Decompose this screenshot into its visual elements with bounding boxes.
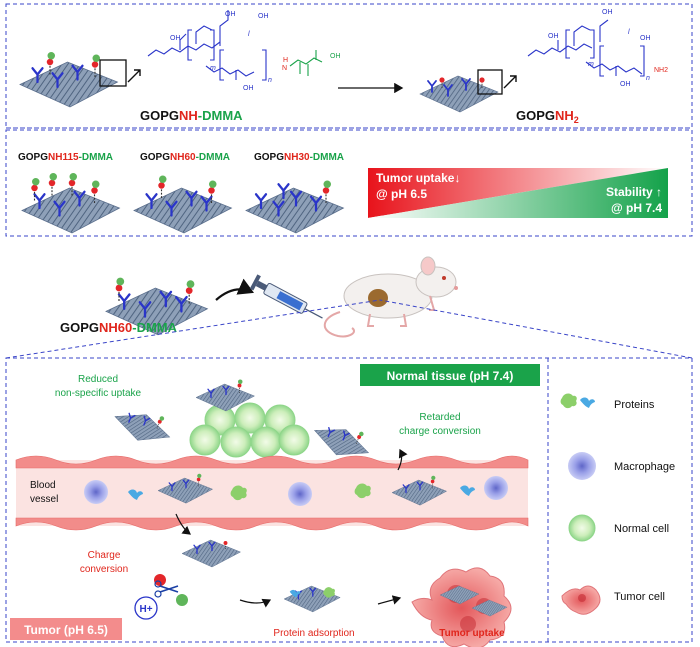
oh-label-r4: OH	[620, 81, 631, 88]
oh-label-r2: OH	[602, 9, 613, 16]
sheet-charge-conversion	[181, 539, 241, 568]
scissors-icon	[154, 574, 188, 606]
macrophage-in-vessel-3	[484, 476, 508, 500]
subscript-l-right: l	[628, 29, 630, 36]
zoom-box-left	[99, 59, 127, 87]
sheet-protein-adsorbed	[283, 585, 341, 613]
amide-h: H	[283, 57, 288, 64]
legend-normal-cell-icon	[568, 514, 596, 542]
top-panel-frame	[5, 3, 693, 129]
normal-cell-cluster	[189, 402, 310, 458]
oh-label-3: OH	[258, 13, 269, 20]
proton-icon	[134, 596, 158, 620]
stability-gradient	[368, 168, 668, 218]
subscript-m-left: m	[210, 65, 216, 72]
macrophage-in-vessel-1	[84, 480, 108, 504]
variant-label-1: GOPGNH115-DMMA	[18, 152, 113, 163]
dmma-group	[289, 50, 323, 76]
variant-label-2: GOPGNH60-DMMA	[140, 152, 230, 163]
zoom-box-right	[477, 69, 503, 95]
bottom-panel-frame	[5, 357, 693, 643]
legend-tumor-cell-icon	[561, 585, 601, 615]
nh2-polymer-structure	[527, 19, 645, 77]
protein-adsorption-label: Protein adsorption	[273, 628, 354, 639]
right-product-label: GOPGNH2	[516, 108, 579, 125]
oh-label-r3: OH	[640, 35, 651, 42]
legend-normal-cell-label: Normal cell	[614, 523, 669, 535]
tumor-uptake-ph: @ pH 6.5	[376, 187, 427, 201]
variant-label-3: GOPGNH30-DMMA	[254, 152, 344, 163]
retarded-arrow	[397, 448, 408, 471]
subscript-n-left: n	[268, 77, 272, 84]
oh-label-dmma: OH	[330, 53, 341, 60]
amide-n: N	[282, 65, 287, 72]
tumor-cluster	[411, 567, 512, 647]
left-product-label: GOPGNH-DMMA	[140, 108, 243, 123]
proton-label: H+	[139, 604, 152, 615]
subscript-m-right: m	[588, 61, 594, 68]
oh-label-4: OH	[243, 85, 254, 92]
charge-conversion-label-2: conversion	[80, 564, 128, 575]
tumor-badge-label: Tumor (pH 6.5)	[24, 623, 108, 637]
reduced-label-2: non-specific uptake	[55, 388, 142, 399]
variant-sheet-1	[21, 172, 120, 234]
open-arrow-left	[127, 69, 141, 83]
variant-sheet-3	[245, 179, 344, 234]
charge-conversion-label-1: Charge	[88, 550, 121, 561]
injection-arrow	[215, 278, 255, 301]
uptake-arrow	[377, 595, 402, 605]
injection-label: GOPGNH60-DMMA	[60, 320, 178, 335]
legend-macrophage-icon	[568, 452, 596, 480]
amine-nh2: NH2	[654, 67, 668, 74]
sheet-reduced-uptake	[109, 403, 175, 452]
normal-tissue-label: Normal tissue (pH 7.4)	[387, 369, 514, 383]
retarded-label-1: Retarded	[419, 412, 460, 423]
reduced-label-1: Reduced	[78, 374, 118, 385]
blood-vessel-label-2: vessel	[30, 494, 58, 505]
blood-vessel-label-1: Blood	[30, 480, 56, 491]
legend-macrophage-label: Macrophage	[614, 461, 675, 473]
normal-tissue-badge	[360, 364, 540, 386]
legend-proteins-icon	[560, 393, 595, 409]
oh-label-r1: OH	[548, 33, 559, 40]
retarded-label-2: charge conversion	[399, 426, 481, 437]
oh-label-2: OH	[225, 11, 236, 18]
mouse	[323, 256, 458, 338]
macrophage-in-vessel-2	[288, 482, 312, 506]
subscript-l-left: l	[248, 31, 250, 38]
subscript-n-right: n	[646, 75, 650, 82]
stability-label: Stability ↑	[606, 185, 662, 199]
legend-proteins-label: Proteins	[614, 399, 655, 411]
tumor-uptake-result: Tumor uptake	[439, 628, 505, 639]
legend-tumor-cell-label: Tumor cell	[614, 591, 665, 603]
middle-panel-frame	[5, 129, 693, 237]
dmma-polymer-structure	[147, 10, 267, 81]
stability-ph: @ pH 7.4	[611, 201, 662, 215]
extravasation-arrow	[175, 513, 191, 535]
oh-label-1: OH	[170, 35, 181, 42]
variant-sheet-2	[133, 174, 232, 234]
open-arrow-right	[503, 75, 517, 89]
go-sheet-nh2	[419, 75, 499, 113]
tumor-uptake-label: Tumor uptake↓	[376, 171, 460, 185]
tumor-badge	[10, 618, 122, 640]
adsorption-arrow	[239, 598, 272, 608]
syringe	[249, 274, 323, 319]
